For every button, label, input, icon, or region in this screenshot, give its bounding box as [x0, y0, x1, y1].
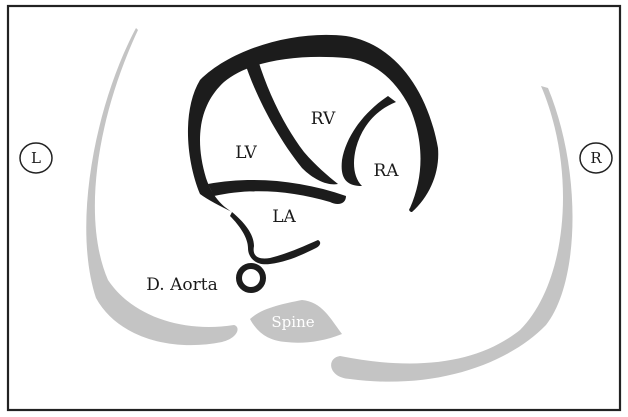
- descending-aorta-ring: [236, 263, 266, 293]
- rv-label: RV: [311, 109, 336, 129]
- lv-label: LV: [235, 143, 257, 163]
- la-lower-wall: [230, 212, 321, 265]
- av-plane-divider: [208, 180, 346, 204]
- spine-shape: [250, 300, 342, 343]
- rv-ra-divider: [341, 96, 396, 186]
- heart-outer-wall: [187, 34, 439, 213]
- heart-outline: [187, 34, 439, 265]
- left-side-label: L: [31, 149, 41, 167]
- ra-label: RA: [373, 161, 399, 181]
- spine-label: Spine: [271, 313, 314, 331]
- ventricular-septum: [244, 60, 338, 185]
- rib-label: Rib: [177, 344, 203, 362]
- descending-aorta-label: D. Aorta: [146, 275, 217, 295]
- figure-frame: [6, 4, 622, 412]
- la-label: LA: [272, 207, 296, 227]
- right-side-marker: [579, 142, 613, 174]
- right-side-label: R: [590, 149, 602, 167]
- left-side-marker: [19, 142, 53, 174]
